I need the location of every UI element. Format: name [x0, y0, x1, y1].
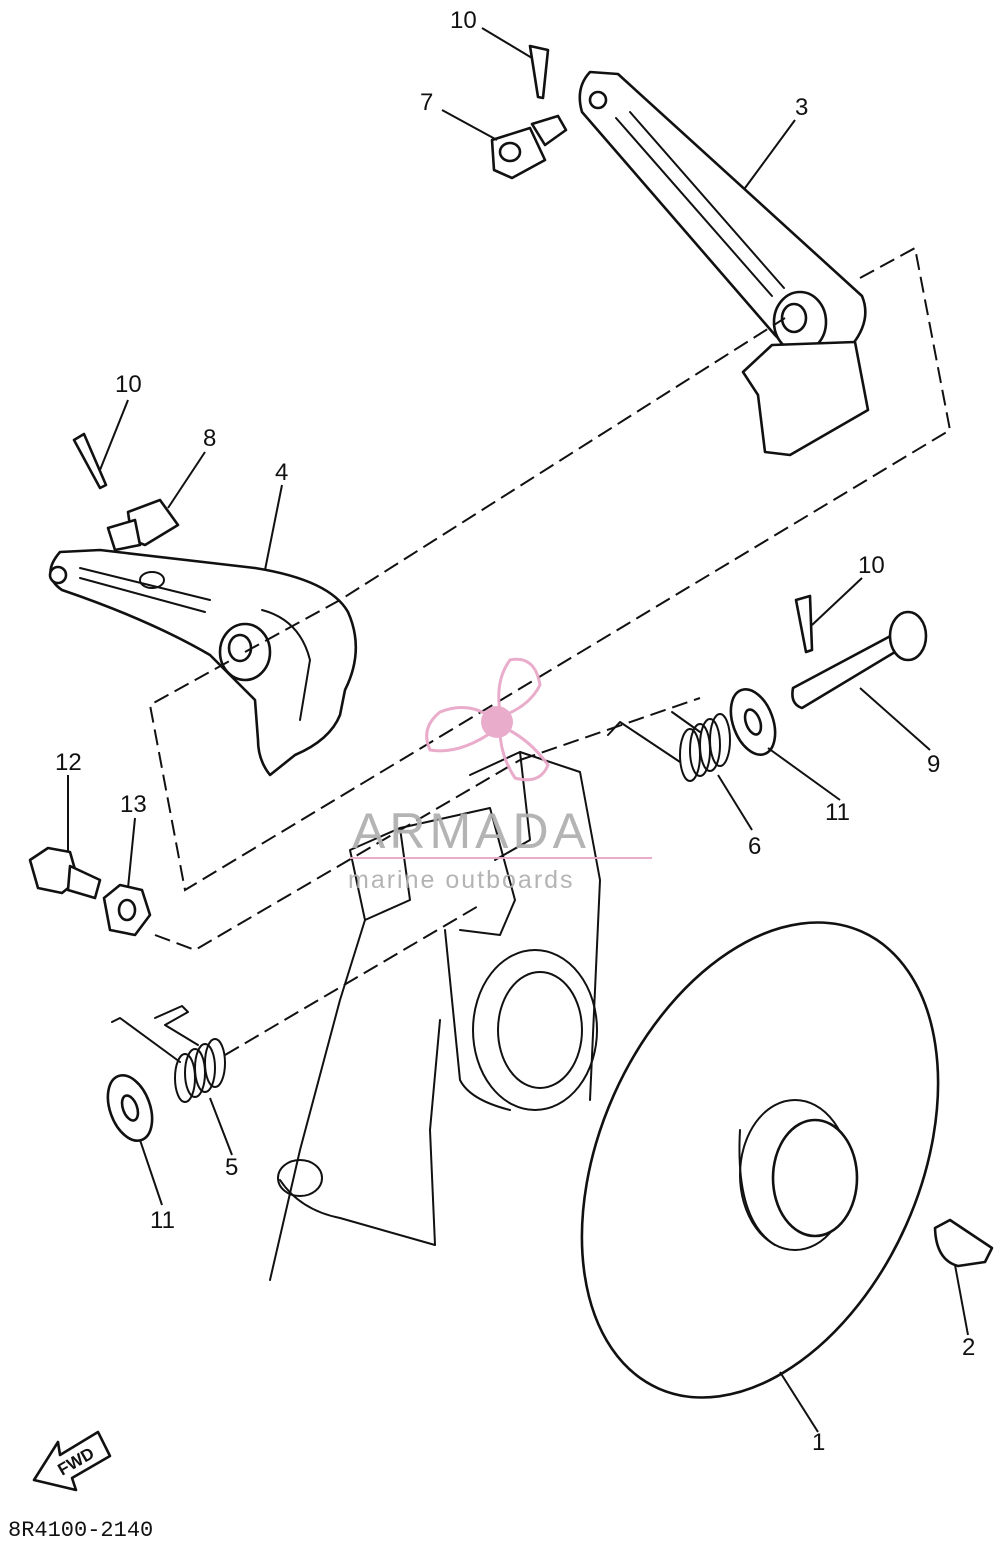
watermark-name: ARMADA [352, 803, 590, 859]
callout-13: 13 [120, 791, 147, 818]
drawing-code: 8R4100-2140 [8, 1518, 153, 1543]
part-13-nut [102, 883, 152, 937]
watermark-tagline: marine outboards [348, 866, 575, 894]
part-10-cotter-pin-right [794, 594, 814, 654]
callout-1: 1 [812, 1429, 825, 1456]
part-10-cotter-pin-left [72, 432, 108, 490]
fwd-arrow-icon: FWD [32, 1430, 112, 1492]
part-8-joint [106, 498, 180, 552]
bracket [269, 751, 601, 1281]
callout-2: 2 [962, 1334, 975, 1361]
part-9-clevis-pin [791, 610, 928, 710]
callout-numbers: 10 7 3 10 8 4 10 9 12 13 6 11 5 11 2 1 [55, 7, 975, 1456]
callout-10-left: 10 [115, 371, 142, 398]
callout-7: 7 [420, 89, 433, 116]
watermark: ARMADA marine outboards [348, 657, 652, 894]
callout-6: 6 [748, 833, 761, 860]
part-3-lever-arm [578, 70, 870, 457]
callout-4: 4 [275, 459, 288, 486]
part-11-washer-upper [729, 688, 777, 756]
part-10-cotter-pin-top [528, 44, 550, 100]
assembly-lines [148, 246, 952, 1056]
callout-11-lower: 11 [150, 1207, 175, 1234]
callout-10-right: 10 [858, 552, 885, 579]
part-5-spring [111, 1005, 226, 1103]
part-6-spring [607, 711, 731, 782]
callout-5: 5 [225, 1154, 238, 1181]
part-12-bolt [28, 846, 102, 900]
part-1-pulley-disk [580, 921, 940, 1399]
leader-lines [67, 27, 969, 1433]
part-7-joint [490, 114, 568, 180]
callout-11-upper: 11 [825, 799, 850, 826]
callout-9: 9 [927, 751, 940, 778]
callout-10-top: 10 [450, 7, 477, 34]
part-4-lever [48, 548, 358, 777]
part-11-washer-lower [106, 1074, 154, 1142]
part-2-key [933, 1218, 994, 1268]
callout-8: 8 [203, 425, 216, 452]
propeller-logo-icon [425, 657, 550, 782]
callout-3: 3 [795, 94, 808, 121]
callout-12: 12 [55, 749, 82, 776]
